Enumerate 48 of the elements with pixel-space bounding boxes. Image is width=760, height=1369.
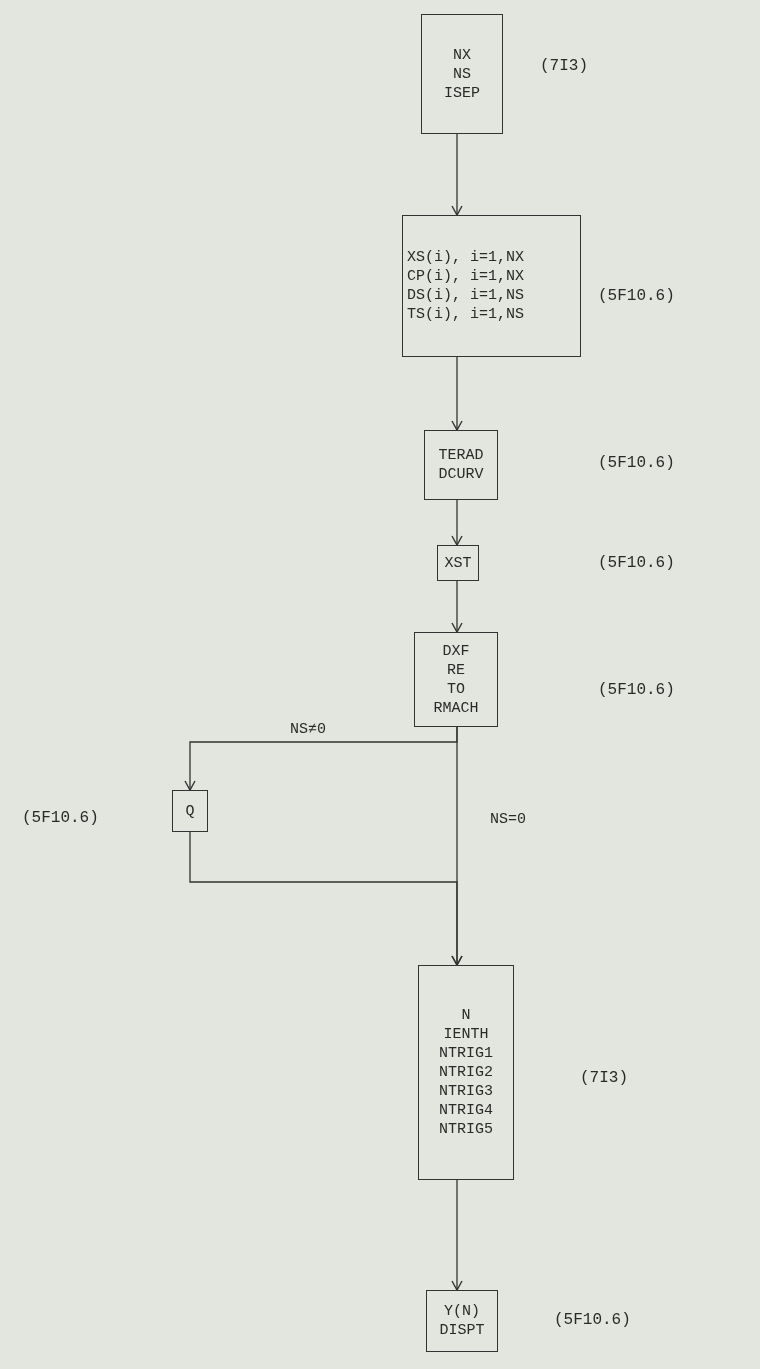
format-label: (5F10.6) [554, 1312, 631, 1328]
arrow [451, 133, 463, 216]
variable-name: DS(i), i=1,NS [407, 286, 525, 305]
process-box [437, 545, 479, 581]
variable-name: DXF [442, 641, 470, 661]
variable-name: TS(i), i=1,NS [407, 305, 525, 324]
variable-name: RMACH [433, 698, 479, 718]
variable-name: TERAD [438, 446, 484, 465]
variable-name: XS(i), i=1,NX [407, 248, 525, 267]
edge-label: NS≠0 [290, 722, 326, 737]
variable-name: NTRIG4 [439, 1101, 493, 1120]
arrow [189, 831, 463, 966]
variable-name: ISEP [444, 83, 480, 103]
variable-name: Y(N) [444, 1302, 480, 1321]
variable-name: NS [453, 64, 471, 84]
variable-name: NTRIG5 [439, 1120, 493, 1139]
edge-label: NS=0 [490, 812, 526, 827]
process-box [402, 215, 581, 357]
arrow [451, 580, 463, 633]
process-box [421, 14, 503, 134]
variable-name: NTRIG1 [439, 1044, 493, 1063]
arrow [451, 499, 463, 546]
arrow [451, 356, 463, 431]
process-box [426, 1290, 498, 1352]
format-label: (5F10.6) [22, 810, 99, 826]
variable-name: NTRIG3 [439, 1082, 493, 1101]
format-label: (5F10.6) [598, 555, 675, 571]
variable-name: CP(i), i=1,NX [407, 267, 525, 286]
variable-name: RE [447, 660, 465, 680]
process-box [414, 632, 498, 727]
variable-name: NX [453, 45, 471, 65]
variable-name: TO [447, 679, 465, 699]
variable-name: DCURV [438, 465, 484, 484]
process-box [424, 430, 498, 500]
format-label: (7I3) [580, 1070, 628, 1086]
arrow [451, 1179, 463, 1291]
variable-name: Q [185, 801, 195, 821]
variable-name: NTRIG2 [439, 1063, 493, 1082]
variable-name: IENTH [443, 1025, 489, 1044]
format-label: (5F10.6) [598, 682, 675, 698]
variable-name: XST [444, 553, 472, 573]
variable-name: DISPT [439, 1321, 485, 1340]
format-label: (7I3) [540, 58, 588, 74]
process-box [418, 965, 514, 1180]
format-label: (5F10.6) [598, 288, 675, 304]
format-label: (5F10.6) [598, 455, 675, 471]
variable-name: N [461, 1006, 471, 1025]
process-box [172, 790, 208, 832]
